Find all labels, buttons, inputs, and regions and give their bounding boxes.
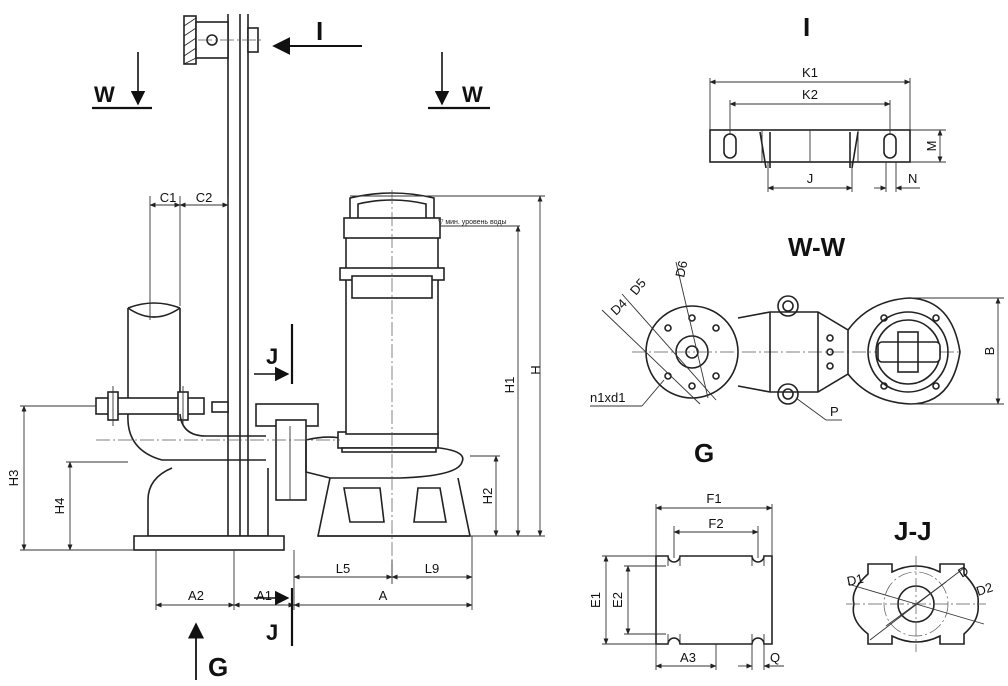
dim-J: J [807, 171, 814, 186]
section-JJ-title: J-J [894, 516, 932, 546]
view-G: G F1 F2 E1 E2 A3 [588, 438, 784, 670]
section-W-right-label: W [462, 82, 483, 107]
min-water-level-note: ▽ мин. уровень воды [438, 219, 507, 226]
dim-D1: D1 [846, 571, 865, 589]
dim-H1: H1 [502, 377, 517, 394]
dim-H4: H4 [52, 498, 67, 515]
top-bracket-hatch [183, 15, 197, 65]
dim-H3: H3 [6, 470, 21, 487]
dim-P: P [830, 404, 839, 419]
dim-M: M [924, 141, 939, 152]
dim-A3: A3 [680, 650, 696, 665]
section-J-top-label: J [266, 344, 278, 369]
section-W-left-label: W [94, 82, 115, 107]
dim-n1xd1: n1xd1 [590, 390, 625, 405]
view-I: I K1 K2 J N M [709, 12, 946, 192]
dim-B: B [982, 347, 997, 356]
section-J-bottom-label: J [266, 620, 278, 645]
dim-C2: C2 [196, 190, 213, 205]
dim-E1: E1 [588, 592, 603, 608]
dim-D2: D2 [974, 579, 994, 598]
view-G-arrow-label: G [208, 652, 228, 682]
view-I-arrow-label: I [316, 16, 323, 46]
section-J-J: J-J D1 D D2 [846, 516, 995, 652]
view-I-title: I [803, 12, 810, 42]
dim-H2: H2 [480, 488, 495, 505]
dim-F1: F1 [706, 491, 721, 506]
dim-L5: L5 [336, 561, 350, 576]
dim-K2: K2 [802, 87, 818, 102]
dim-H: H [528, 365, 543, 374]
section-WW-title: W-W [788, 232, 846, 262]
dim-A2: A2 [188, 588, 204, 603]
dim-D6: D6 [672, 259, 690, 278]
dim-C1: C1 [160, 190, 177, 205]
dim-A1: A1 [256, 588, 272, 603]
dim-Q: Q [770, 650, 780, 665]
dim-N: N [908, 171, 917, 186]
dim-D5: D5 [627, 276, 649, 298]
view-G-title: G [694, 438, 714, 468]
section-W-W: W-W B [590, 232, 1004, 421]
dim-K1: K1 [802, 65, 818, 80]
view-arrows: I W W J J G [92, 16, 490, 682]
main-side-view: H H1 H2 H3 H4 C1 C2 L5 L9 A2 A1 [6, 14, 545, 610]
dim-F2: F2 [708, 516, 723, 531]
dim-D: D [955, 563, 971, 581]
dim-A: A [379, 588, 388, 603]
dim-E2: E2 [610, 592, 625, 608]
dim-L9: L9 [425, 561, 439, 576]
